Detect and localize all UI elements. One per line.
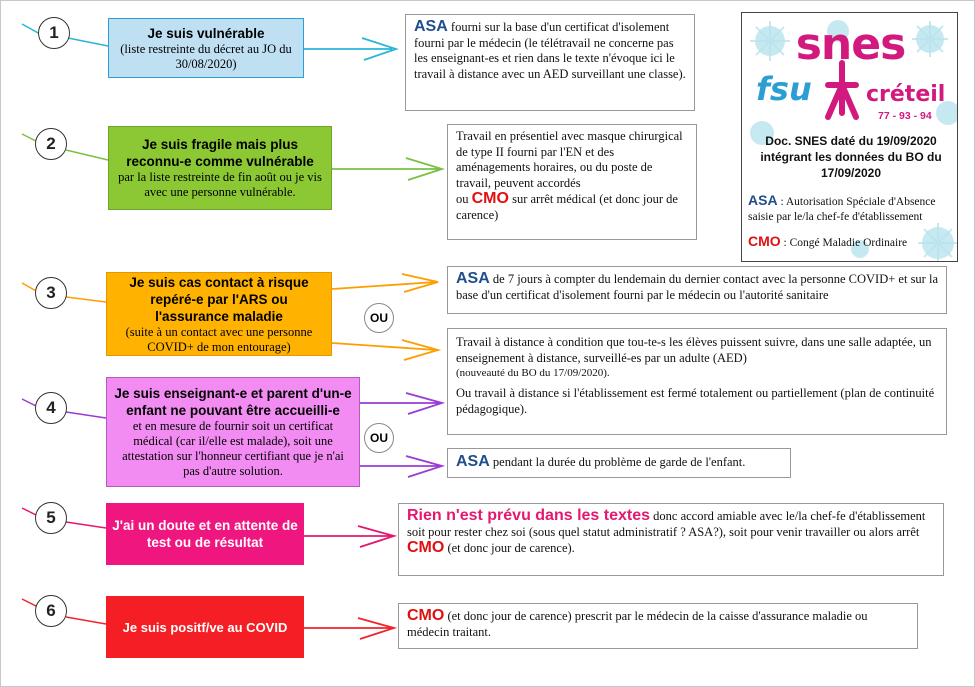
legend-asa-text: : Autorisation Spéciale d'Absence saisie… — [748, 196, 936, 223]
logo-figure-icon — [825, 60, 859, 120]
legend-cmo-text: : Congé Maladie Ordinaire — [780, 237, 908, 249]
or-badge-3: OU — [364, 303, 394, 333]
keyword-asa: ASA — [456, 270, 490, 287]
step-number-5: 5 — [35, 502, 67, 534]
virus-background — [750, 20, 957, 261]
answer-cas-contact: ASA de 7 jours à compter du lendemain du… — [447, 266, 947, 314]
category-parent: Je suis enseignant-e et parent d'un-e en… — [106, 377, 360, 487]
step-number-1: 1 — [38, 17, 70, 49]
keyword-rien-prevu: Rien n'est prévu dans les textes — [407, 507, 651, 524]
or-badge-4: OU — [364, 423, 394, 453]
category-subtitle: (suite à un contact avec une personne CO… — [125, 324, 313, 354]
answer-text: pendant la durée du problème de garde de… — [489, 455, 746, 469]
arrow-4b — [360, 455, 446, 478]
category-title: J'ai un doute et en attente de test ou d… — [112, 518, 298, 550]
answer-travail-distance: Travail à distance à condition que tou-t… — [447, 328, 947, 435]
keyword-asa: ASA — [456, 453, 490, 470]
answer-or: ou — [456, 192, 472, 206]
logo-fsu: fsu — [756, 70, 812, 108]
step-number-3: 3 — [35, 277, 67, 309]
category-fragile: Je suis fragile mais plus reconnu-e comm… — [108, 126, 332, 210]
category-title: Je suis vulnérable — [147, 25, 265, 41]
answer-text: de 7 jours à compter du lendemain du der… — [456, 272, 938, 302]
arrow-6 — [304, 617, 398, 640]
shared-text-note: (nouveauté du BO du 17/09/2020). — [456, 367, 610, 379]
keyword-asa: ASA — [414, 18, 448, 35]
shared-text-1: Travail à distance à condition que tou-t… — [456, 335, 932, 365]
step-number-4: 4 — [35, 392, 67, 424]
arrow-3a — [331, 273, 439, 293]
logo-departements: 77 - 93 - 94 — [878, 110, 932, 122]
answer-text-after: (et donc jour de carence). — [444, 541, 575, 555]
category-subtitle: par la liste restreinte de fin août ou j… — [118, 170, 322, 199]
arrow-3b — [331, 339, 442, 361]
link-4 — [65, 411, 107, 419]
link-1 — [67, 37, 109, 47]
answer-text: fourni sur la base d'un certificat d'iso… — [414, 20, 686, 81]
logo-snes: snes — [795, 19, 907, 70]
answer-positif: CMO (et donc jour de carence) prescrit p… — [398, 603, 918, 649]
category-doute: J'ai un doute et en attente de test ou d… — [106, 503, 304, 565]
keyword-cmo: CMO — [407, 539, 445, 556]
category-subtitle: et en mesure de fournir soit un certific… — [122, 419, 344, 478]
answer-doute: Rien n'est prévu dans les textes donc ac… — [398, 503, 944, 576]
link-2 — [65, 149, 109, 161]
category-vulnerable: Je suis vulnérable (liste restreinte du … — [108, 18, 304, 78]
step-number-2: 2 — [35, 128, 67, 160]
category-title: Je suis cas contact à risque repéré-e pa… — [129, 274, 309, 324]
category-title: Je suis enseignant-e et parent d'un-e en… — [114, 386, 352, 418]
arrow-5 — [304, 525, 398, 548]
answer-vulnerable: ASA fourni sur la base d'un certificat d… — [405, 14, 695, 111]
category-subtitle: (liste restreinte du décret au JO du 30/… — [120, 41, 292, 71]
category-title: Je suis positf/ve au COVID — [122, 619, 288, 635]
answer-fragile: Travail en présentiel avec masque chirur… — [447, 124, 697, 240]
legend-cmo-keyword: CMO — [748, 233, 781, 249]
answer-text-after: sur arrêt médical (et donc jour de caren… — [456, 192, 678, 222]
link-5 — [65, 521, 107, 529]
step-number-6: 6 — [35, 595, 67, 627]
tick-1 — [21, 23, 41, 35]
keyword-cmo: CMO — [407, 607, 445, 624]
legend-doc-date: Doc. SNES daté du 19/09/2020 intégrant l… — [760, 134, 942, 180]
answer-text: (et donc jour de carence) prescrit par l… — [407, 609, 868, 639]
category-title: Je suis fragile mais plus reconnu-e comm… — [126, 137, 314, 169]
category-positif: Je suis positf/ve au COVID — [106, 596, 304, 658]
legend-asa: ASA : Autorisation Spéciale d'Absence sa… — [748, 193, 954, 229]
logo-creteil: créteil — [866, 82, 946, 107]
legend-asa-keyword: ASA — [748, 192, 778, 208]
link-6 — [65, 616, 107, 625]
arrow-1 — [304, 37, 399, 61]
answer-parent: ASA pendant la durée du problème de gard… — [447, 448, 791, 478]
snes-fsu-legend-panel: snes fsu créteil 77 - 93 - 94 Doc. SNES … — [741, 12, 958, 262]
legend-cmo: CMO : Congé Maladie Ordinaire — [748, 233, 954, 251]
arrow-4a — [360, 392, 446, 415]
keyword-cmo: CMO — [471, 190, 509, 207]
arrow-2 — [332, 157, 445, 181]
category-cas-contact: Je suis cas contact à risque repéré-e pa… — [106, 272, 332, 356]
answer-text: donc accord amiable avec le/la chef-fe d… — [407, 509, 926, 539]
link-3 — [65, 296, 107, 303]
answer-text: Travail en présentiel avec masque chirur… — [456, 129, 683, 190]
shared-text-2: Ou travail à distance si l'établissement… — [456, 386, 935, 416]
